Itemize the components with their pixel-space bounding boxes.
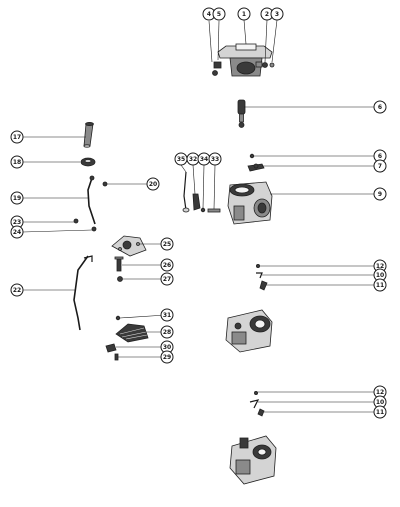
- svg-text:17: 17: [13, 134, 21, 141]
- carburetor-body-lower: [229, 435, 277, 485]
- svg-text:5: 5: [217, 11, 221, 18]
- svg-text:3: 3: [275, 11, 279, 18]
- callout-24: 24: [10, 225, 24, 239]
- callout-19: 19: [10, 191, 24, 205]
- svg-text:4: 4: [207, 11, 211, 18]
- cover-assembly: [212, 43, 275, 77]
- clip-30: [105, 343, 117, 353]
- spring-10b: [249, 399, 260, 409]
- callout-5: 5: [212, 7, 226, 21]
- clip-20: [102, 181, 108, 187]
- washer-23: [73, 218, 79, 224]
- screw-12b: [253, 390, 258, 395]
- filter-screen: [115, 323, 149, 343]
- callout-11-mid: 11: [373, 278, 387, 292]
- callout-3: 3: [270, 7, 284, 21]
- callout-12-mid: 12: [373, 259, 387, 273]
- svg-text:27: 27: [163, 276, 171, 283]
- callout-18: 18: [10, 155, 24, 169]
- callout-27: 27: [160, 272, 174, 286]
- svg-text:1: 1: [242, 11, 246, 18]
- carburetor-body-middle: [225, 309, 273, 353]
- svg-text:30: 30: [163, 344, 171, 351]
- leader-lines: [22, 19, 374, 413]
- svg-text:33: 33: [211, 156, 219, 163]
- needle-11a: [259, 280, 268, 291]
- callout-1: 1: [237, 7, 251, 21]
- callout-26: 26: [160, 258, 174, 272]
- svg-text:12: 12: [376, 263, 384, 270]
- callout-35: 35: [174, 152, 188, 166]
- needle-11b: [257, 408, 265, 417]
- callout-20: 20: [146, 177, 160, 191]
- callout-32: 32: [186, 152, 200, 166]
- svg-text:18: 18: [13, 159, 21, 166]
- svg-text:19: 19: [13, 195, 21, 202]
- pin-29: [114, 353, 119, 361]
- callout-11-bottom: 11: [373, 405, 387, 419]
- svg-text:11: 11: [376, 282, 384, 289]
- svg-text:7: 7: [378, 163, 382, 170]
- callout-31: 31: [160, 308, 174, 322]
- svg-text:20: 20: [149, 181, 157, 188]
- svg-text:34: 34: [200, 156, 208, 163]
- callout-10-mid: 10: [373, 268, 387, 282]
- svg-text:12: 12: [376, 389, 384, 396]
- svg-text:9: 9: [378, 191, 382, 198]
- callout-9: 9: [373, 187, 387, 201]
- svg-text:31: 31: [163, 312, 171, 319]
- callout-28: 28: [160, 325, 174, 339]
- svg-text:25: 25: [163, 241, 171, 248]
- nut-27: [117, 276, 123, 282]
- nut-24: [91, 226, 97, 232]
- bracket: [73, 255, 93, 331]
- svg-text:22: 22: [13, 287, 21, 294]
- link-rod: [87, 175, 96, 225]
- callout-25: 25: [160, 237, 174, 251]
- callout-17: 17: [10, 130, 24, 144]
- lever-7: [247, 163, 265, 172]
- fuel-fitting: [237, 99, 246, 128]
- screw-12a: [255, 263, 260, 268]
- svg-text:28: 28: [163, 329, 171, 336]
- callout-33: 33: [208, 152, 222, 166]
- spring-10a: [256, 272, 263, 279]
- svg-text:35: 35: [177, 156, 185, 163]
- grommet: [80, 157, 96, 167]
- fuel-line: [83, 122, 94, 148]
- callout-6-mid: 6: [373, 149, 387, 163]
- svg-text:10: 10: [376, 399, 384, 406]
- svg-text:6: 6: [378, 104, 382, 111]
- screw-31: [115, 315, 121, 321]
- svg-text:29: 29: [163, 354, 171, 361]
- callout-22: 22: [10, 283, 24, 297]
- svg-text:6: 6: [378, 153, 382, 160]
- carburetor-body-upper: [227, 181, 273, 225]
- svg-text:24: 24: [13, 229, 21, 236]
- callout-34: 34: [197, 152, 211, 166]
- svg-text:2: 2: [265, 11, 269, 18]
- svg-text:11: 11: [376, 409, 384, 416]
- svg-text:23: 23: [13, 219, 21, 226]
- pump-cover: [111, 235, 147, 257]
- svg-text:26: 26: [163, 262, 171, 269]
- callout-29: 29: [160, 350, 174, 364]
- svg-text:32: 32: [189, 156, 197, 163]
- screw-26: [114, 256, 124, 272]
- screw-6: [249, 153, 255, 159]
- callout-6-top: 6: [373, 100, 387, 114]
- svg-text:10: 10: [376, 272, 384, 279]
- callout-7: 7: [373, 159, 387, 173]
